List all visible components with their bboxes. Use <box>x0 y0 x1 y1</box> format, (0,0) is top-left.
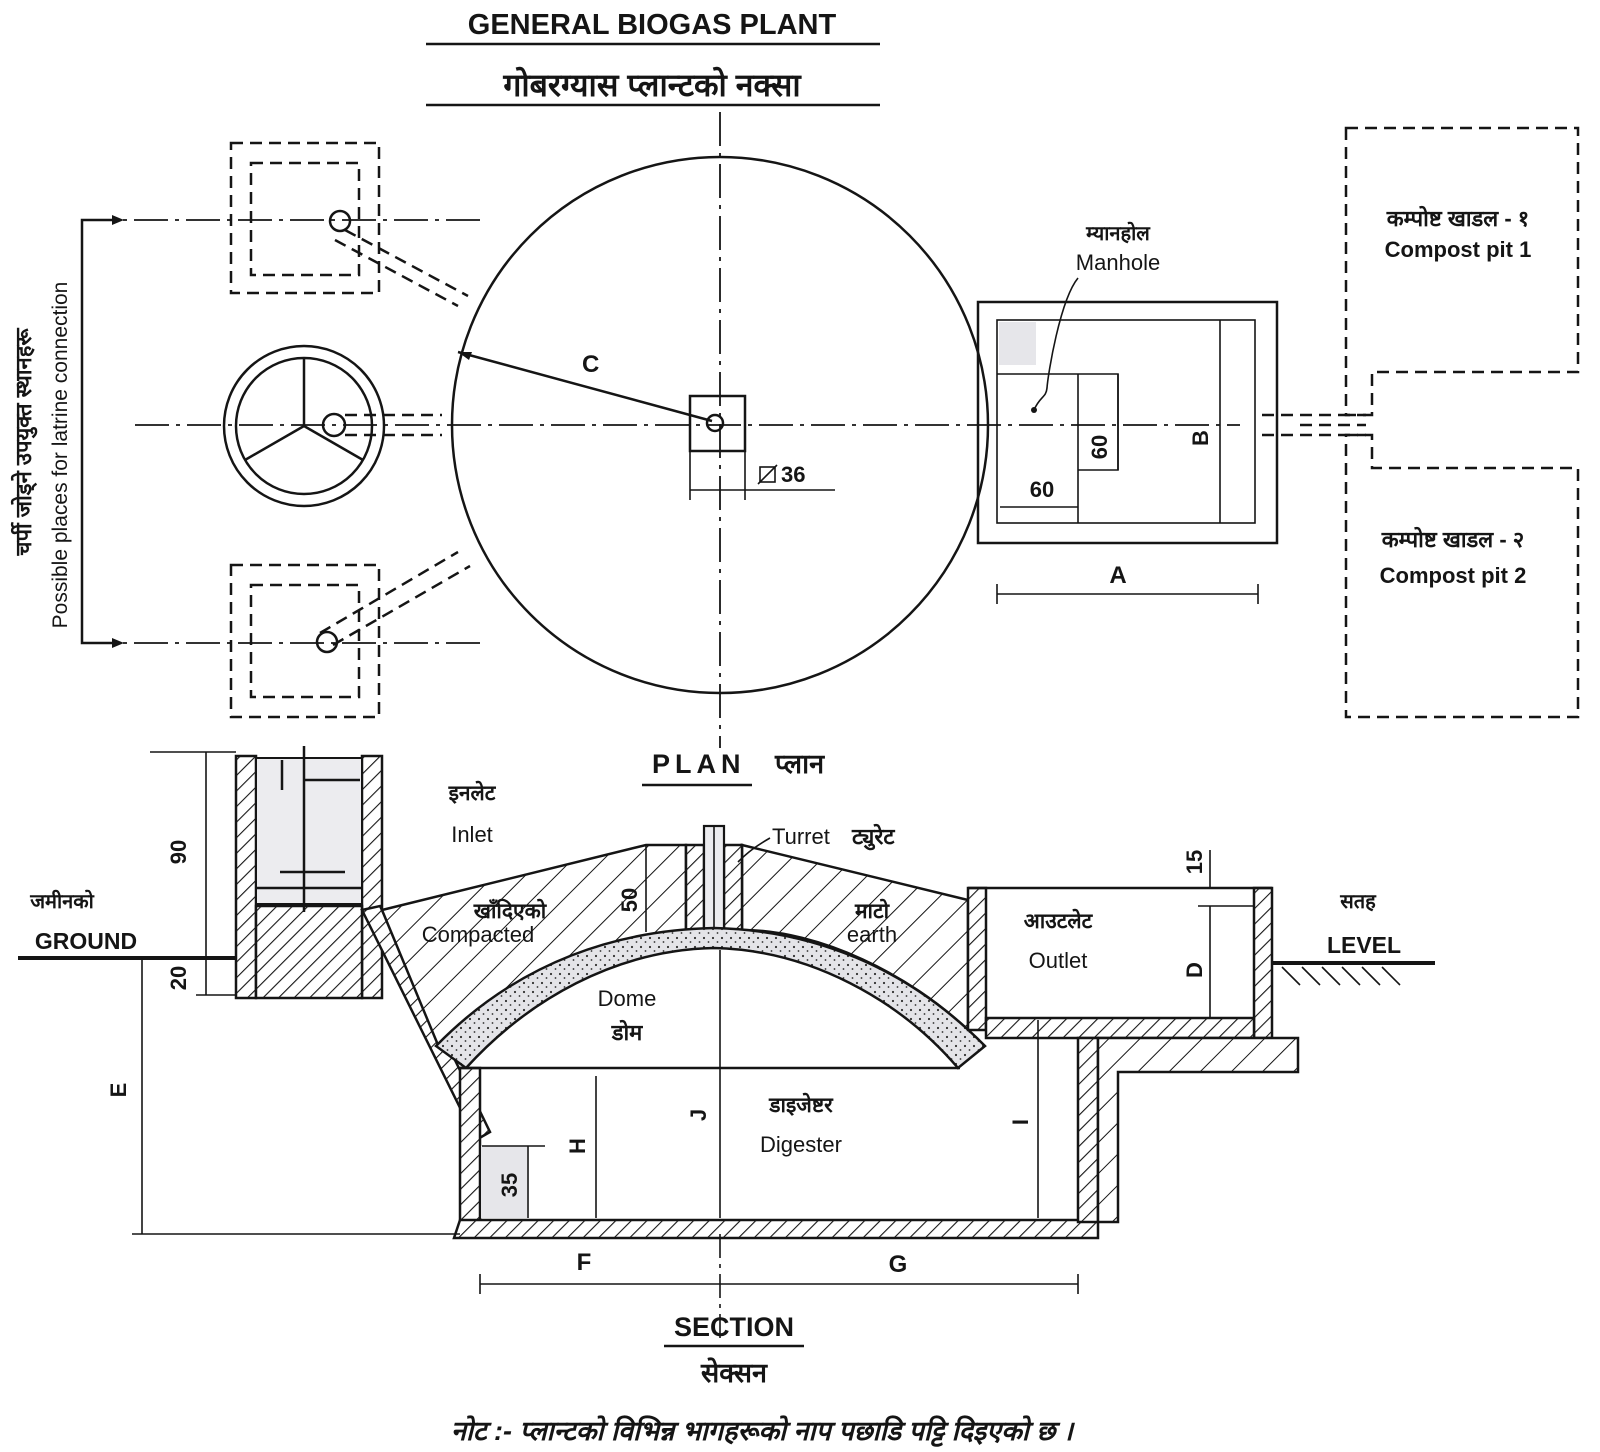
title-block: GENERAL BIOGAS PLANT गोबरग्यास प्लान्टको… <box>426 9 880 107</box>
ground-label-nepali: जमीनको <box>29 889 94 913</box>
footnote: नोट :- प्लान्टको विभिन्न भागहरूको नाप पछ… <box>451 1415 1076 1447</box>
outlet-label-nepali: आउटलेट <box>1024 908 1094 933</box>
dim-20-label: 20 <box>166 966 191 990</box>
compost-pit-2-nepali: कम्पोष्ट खाडल - २ <box>1381 526 1524 552</box>
dim-i-label: I <box>1008 1119 1033 1125</box>
compost-pit-1 <box>1344 126 1580 417</box>
digester-plan-circle <box>450 155 990 695</box>
inlet-floor-fill <box>254 904 364 1000</box>
square-symbol-slash <box>757 464 778 485</box>
outlet-label-english: Outlet <box>1029 948 1088 973</box>
outlet-wall-left <box>966 886 988 1032</box>
latrine-label-english: Possible places for latrine connection <box>49 282 72 629</box>
inlet-label-english: Inlet <box>451 822 493 847</box>
latrine-bracket <box>80 218 112 645</box>
dim-f-label: F <box>577 1249 592 1276</box>
inlet-label-nepali: इनलेट <box>448 780 497 805</box>
title-english: GENERAL BIOGAS PLANT <box>468 9 837 41</box>
digester-label-english: Digester <box>760 1132 842 1157</box>
turret-wall-left <box>684 843 706 935</box>
latrine-arrow-top <box>112 215 124 225</box>
digester-wall-left <box>458 1066 482 1224</box>
title-nepali: गोबरग्यास प्लान्टको नक्सा <box>502 66 802 103</box>
compost-pit-2 <box>1344 433 1580 719</box>
earth-label-english: earth <box>847 922 897 947</box>
radius-c-line <box>457 350 713 423</box>
manhole-label-nepali: म्यानहोल <box>1085 221 1151 245</box>
plan-view: चर्पी जोड्ने उपयुक्त स्थानहरू Possible p… <box>10 112 1580 787</box>
outlet-digester-wall <box>1076 1036 1100 1224</box>
latrine-arrow-bottom <box>112 638 124 648</box>
dome-label-nepali: डोम <box>611 1019 643 1045</box>
dim-h-label: H <box>565 1138 590 1154</box>
compacted-label-english: Compacted <box>422 922 535 947</box>
radius-c-arrow <box>458 352 472 360</box>
dim-60-horizontal: 60 <box>1030 477 1054 502</box>
section-label-nepali: सेक्सन <box>700 1357 768 1388</box>
dim-d-label: D <box>1182 962 1207 978</box>
section-view: 90 20 50 15 D <box>18 746 1435 1388</box>
ground-hatch-right <box>1281 966 1401 986</box>
plan-label-english: PLAN <box>652 749 746 779</box>
sludge-zone <box>481 1146 527 1218</box>
dim-j-label: J <box>686 1109 711 1121</box>
turret-leader <box>737 837 771 863</box>
section-label-english: SECTION <box>674 1312 794 1342</box>
compost-pit-2-english: Compost pit 2 <box>1380 563 1527 588</box>
compacted-label-nepali: खाँदिएको <box>473 898 548 923</box>
turret-plan-square <box>688 394 747 453</box>
dim-35-label: 35 <box>497 1173 522 1197</box>
level-label-english: LEVEL <box>1327 932 1401 958</box>
compost-pit-1-nepali: कम्पोष्ट खाडल - १ <box>1386 205 1529 231</box>
turret-label-nepali: ट्युरेट <box>851 823 895 851</box>
outlet-chamber-plan <box>976 277 1279 545</box>
latrine-label-nepali: चर्पी जोड्ने उपयुक्त स्थानहरू <box>10 328 38 557</box>
inlet-mixing-tank <box>222 344 442 508</box>
dim-a-label: A <box>1109 562 1126 589</box>
dim-c-label: C <box>582 351 599 378</box>
dim-36-label: 36 <box>781 462 805 487</box>
ground-label-english: GROUND <box>35 928 137 954</box>
outlet-floor <box>984 1016 1256 1040</box>
outlet-wall-right <box>1252 886 1274 1040</box>
dim-50-label: 50 <box>617 888 642 912</box>
inlet-chamber-interior <box>255 757 363 905</box>
turret-wall-right <box>722 843 744 935</box>
plan-label-nepali: प्लान <box>774 749 825 779</box>
square-symbol <box>759 466 776 483</box>
turret-plan-pipe <box>705 413 725 433</box>
inlet-wall-right <box>360 754 384 1000</box>
dim-e-label: E <box>106 1083 131 1098</box>
dim-b-label: B <box>1188 430 1213 446</box>
inlet-wall-left <box>234 754 258 1000</box>
turret-label-english: Turret <box>772 824 830 849</box>
dim-60-vertical: 60 <box>1087 435 1112 459</box>
manhole-label-english: Manhole <box>1076 250 1160 275</box>
digester-floor <box>452 1218 1100 1240</box>
dim-g-label: G <box>889 1251 908 1278</box>
level-label-nepali: सतह <box>1339 891 1377 913</box>
earth-label-nepali: माटो <box>854 898 891 923</box>
dim-15-label: 15 <box>1182 850 1207 874</box>
digester-label-nepali: डाइजेष्टर <box>768 1092 834 1117</box>
latrine-chamber-bottom <box>229 550 471 719</box>
dim-90-label: 90 <box>166 840 191 864</box>
outlet-side-soil <box>1096 1036 1300 1224</box>
compost-pit-1-english: Compost pit 1 <box>1385 237 1532 262</box>
dome-label-english: Dome <box>598 986 657 1011</box>
latrine-chamber-top <box>229 141 469 308</box>
dome-shell <box>434 926 987 1070</box>
inlet-pipe <box>360 904 492 1142</box>
